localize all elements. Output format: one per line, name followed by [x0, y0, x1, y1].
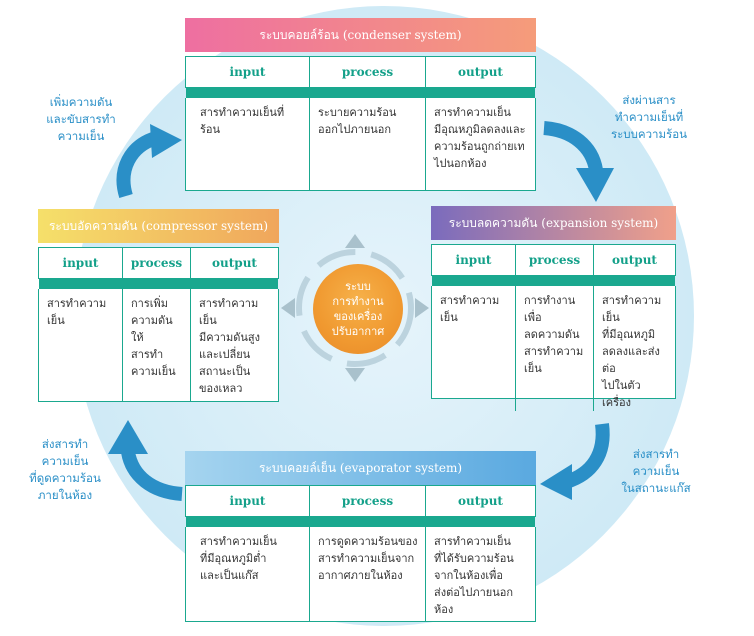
- arrow-bottom-left-icon: [108, 420, 183, 501]
- evaporator-panel: ระบบคอยล์เย็น (evaporator system) input …: [185, 451, 536, 622]
- compressor-title-en: (compressor system): [141, 219, 269, 233]
- condenser-header: ระบบคอยล์ร้อน (condenser system): [185, 18, 536, 52]
- arrow-top-left-icon: [116, 124, 182, 199]
- condenser-table: input process output: [185, 56, 536, 88]
- compressor-col-output: output: [212, 256, 257, 270]
- condenser-col-process: process: [310, 57, 426, 87]
- evaporator-input-cell: สารทำความเย็น ที่มีอุณหภูมิต่ำ และเป็นแก…: [186, 527, 310, 621]
- label-bottom-left: ส่งสารทำ ความเย็น ที่ดูดความร้อน ภายในห้…: [29, 437, 101, 502]
- condenser-body: สารทำความเย็นที่ร้อน ระบายความร้อน ออกไป…: [185, 98, 536, 191]
- expansion-output-cell: สารทำความเย็น ที่มีอุณหภูมิ ลดลงและส่งต่…: [602, 294, 662, 409]
- expansion-panel: ระบบลดความดัน (expansion system) input p…: [431, 206, 676, 411]
- compressor-col-process: process: [123, 248, 191, 278]
- center-label: ระบบ การทำงาน ของเครื่อง ปรับอากาศ: [331, 280, 385, 338]
- condenser-output-cell: สารทำความเย็น มีอุณหภูมิลดลงและ ความร้อน…: [434, 106, 526, 170]
- expansion-col-input: input: [432, 245, 516, 275]
- expansion-col-output: output: [612, 253, 657, 267]
- evaporator-col-process: process: [310, 486, 426, 516]
- evaporator-table: input process output: [185, 485, 536, 517]
- evaporator-col-input: input: [186, 486, 310, 516]
- evaporator-title-th: ระบบคอยล์เย็น: [258, 461, 337, 475]
- arrow-top-right-icon: [543, 121, 614, 202]
- compressor-col-input: input: [39, 248, 123, 278]
- evaporator-output-cell: สารทำความเย็น ที่ได้รับความร้อน จากในห้อ…: [434, 535, 514, 616]
- condenser-title-en: (condenser system): [342, 28, 462, 42]
- compressor-output-cell: สารทำความเย็น มีความดันสูง และเปลี่ยน สถ…: [199, 297, 260, 395]
- evaporator-title-en: (evaporator system): [339, 461, 463, 475]
- evaporator-col-output: output: [458, 494, 503, 508]
- compressor-input-cell: สารทำความเย็น: [39, 289, 123, 401]
- arrow-bottom-right-icon: [540, 423, 610, 500]
- condenser-title-th: ระบบคอยล์ร้อน: [259, 28, 339, 42]
- condenser-col-input: input: [186, 57, 310, 87]
- center-compass-decoration: [281, 234, 429, 382]
- label-top-right: ส่งผ่านสาร ทำความเย็นที่ ระบบความร้อน: [610, 93, 688, 141]
- compressor-panel: ระบบอัดความดัน (compressor system) input…: [38, 209, 279, 402]
- compressor-divider: [39, 279, 278, 289]
- compressor-process-cell: การเพิ่ม ความดันให้ สารทำ ความเย็น: [123, 289, 191, 401]
- condenser-divider: [186, 88, 535, 98]
- expansion-input-cell: สารทำความเย็น: [432, 286, 516, 411]
- evaporator-body: สารทำความเย็น ที่มีอุณหภูมิต่ำ และเป็นแก…: [185, 527, 536, 622]
- compressor-title-th: ระบบอัดความดัน: [48, 219, 138, 233]
- condenser-col-output: output: [458, 65, 503, 79]
- expansion-body: สารทำความเย็น การทำงานเพื่อ ลดความดัน สา…: [431, 286, 676, 411]
- label-bottom-right: ส่งสารทำ ความเย็น ในสถานะแก๊ส: [621, 447, 691, 495]
- condenser-process-cell: ระบายความร้อน ออกไปภายนอก: [310, 98, 426, 190]
- expansion-title-th: ระบบลดความดัน: [448, 216, 538, 230]
- expansion-header: ระบบลดความดัน (expansion system): [431, 206, 676, 240]
- label-top-left: เพิ่มความดัน และขับสารทำ ความเย็น: [46, 95, 116, 143]
- condenser-panel: ระบบคอยล์ร้อน (condenser system) input p…: [185, 18, 536, 191]
- compressor-body: สารทำความเย็น การเพิ่ม ความดันให้ สารทำ …: [38, 289, 279, 402]
- evaporator-process-cell: การดูดความร้อนของ สารทำความเย็นจาก อากาศ…: [310, 527, 426, 621]
- expansion-table: input process output: [431, 244, 676, 276]
- expansion-col-process: process: [516, 245, 594, 275]
- expansion-divider: [432, 276, 675, 286]
- compressor-header: ระบบอัดความดัน (compressor system): [38, 209, 279, 243]
- condenser-input-cell: สารทำความเย็นที่ร้อน: [186, 98, 310, 190]
- expansion-title-en: (expansion system): [541, 216, 659, 230]
- evaporator-divider: [186, 517, 535, 527]
- compressor-table: input process output: [38, 247, 279, 279]
- expansion-process-cell: การทำงานเพื่อ ลดความดัน สารทำความ เย็น: [516, 286, 594, 411]
- center-disc: ระบบ การทำงาน ของเครื่อง ปรับอากาศ: [313, 264, 403, 354]
- evaporator-header: ระบบคอยล์เย็น (evaporator system): [185, 451, 536, 485]
